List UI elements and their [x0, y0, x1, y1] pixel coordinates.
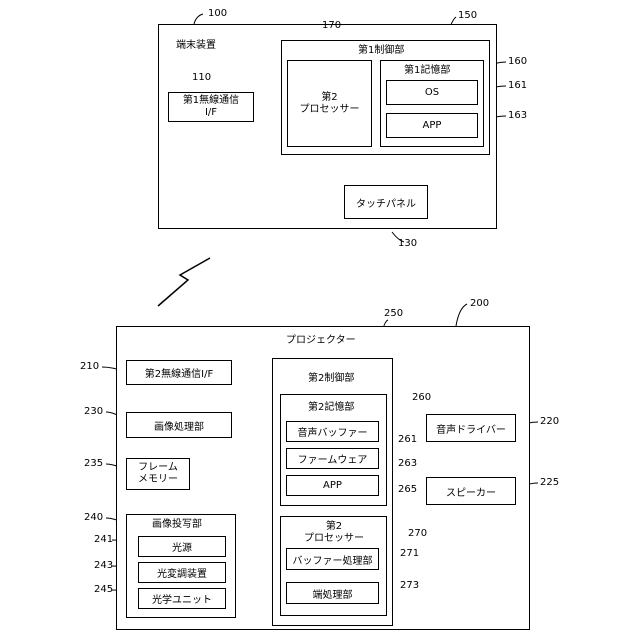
ref-150: 150	[458, 10, 477, 21]
ref-240: 240	[84, 512, 103, 523]
audio-buffer: 音声バッファー	[286, 421, 379, 442]
controller-1-label: 第1制御部	[358, 45, 404, 57]
storage-2-label: 第2記憶部	[308, 402, 354, 414]
buffer-processor: バッファー処理部	[286, 548, 379, 570]
projector-title: プロジェクター	[286, 335, 356, 347]
ref-170: 170	[322, 20, 341, 31]
speaker: スピーカー	[426, 477, 516, 505]
projection-unit-label: 画像投写部	[152, 519, 202, 531]
edge-processor: 端処理部	[286, 582, 379, 604]
leader-100	[194, 14, 203, 24]
processor-1: 第2 プロセッサー	[287, 60, 372, 147]
ref-225: 225	[540, 477, 559, 488]
ref-260: 260	[412, 392, 431, 403]
optical-unit: 光学ユニット	[138, 588, 226, 609]
ref-110: 110	[192, 72, 211, 83]
ref-271: 271	[400, 548, 419, 559]
controller-2-label: 第2制御部	[308, 373, 354, 385]
ref-235: 235	[84, 458, 103, 469]
frame-memory: フレーム メモリー	[126, 458, 190, 490]
light-source: 光源	[138, 536, 226, 557]
ref-263: 263	[398, 458, 417, 469]
ref-243: 243	[94, 560, 113, 571]
ref-210: 210	[80, 361, 99, 372]
ref-245: 245	[94, 584, 113, 595]
ref-100: 100	[208, 8, 227, 19]
wireless-signal-bolt	[158, 258, 210, 306]
storage-1-label: 第1記憶部	[404, 65, 450, 77]
audio-driver: 音声ドライバー	[426, 414, 516, 442]
ref-160: 160	[508, 56, 527, 67]
wireless-if-1: 第1無線通信 I/F	[168, 92, 254, 122]
ref-265: 265	[398, 484, 417, 495]
app-block-2: APP	[286, 475, 379, 496]
image-processor: 画像処理部	[126, 412, 232, 438]
os-block: OS	[386, 80, 478, 105]
ref-163: 163	[508, 110, 527, 121]
ref-241: 241	[94, 534, 113, 545]
ref-161: 161	[508, 80, 527, 91]
ref-230: 230	[84, 406, 103, 417]
ref-273: 273	[400, 580, 419, 591]
app-block-1: APP	[386, 113, 478, 138]
terminal-device-title: 端末装置	[176, 40, 216, 52]
processor-2-label: 第2 プロセッサー	[300, 521, 368, 545]
ref-220: 220	[540, 416, 559, 427]
touch-panel: タッチパネル	[344, 185, 428, 219]
light-modulator: 光変調装置	[138, 562, 226, 583]
ref-130: 130	[398, 238, 417, 249]
ref-261: 261	[398, 434, 417, 445]
ref-250: 250	[384, 308, 403, 319]
wireless-if-2: 第2無線通信I/F	[126, 360, 232, 385]
firmware: ファームウェア	[286, 448, 379, 469]
leader-200	[456, 304, 467, 326]
ref-270: 270	[408, 528, 427, 539]
ref-200: 200	[470, 298, 489, 309]
